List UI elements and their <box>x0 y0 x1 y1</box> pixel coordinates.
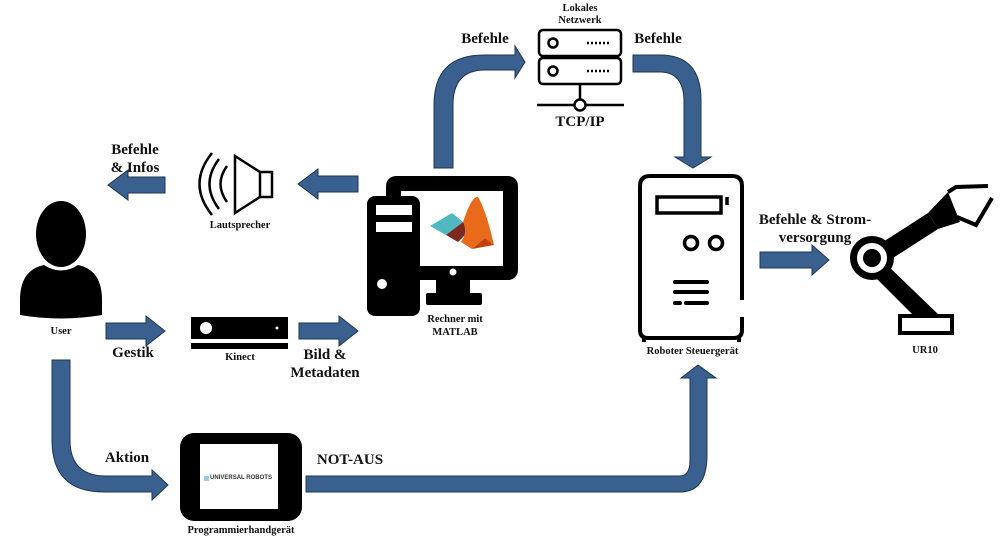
network-protocol-label: TCP/IP <box>555 114 605 130</box>
computer-icon <box>367 176 518 316</box>
edge-label-aktion: Aktion <box>104 450 150 466</box>
controller-icon <box>638 174 744 342</box>
arrow-user-to-pendant <box>51 359 169 502</box>
arrow-controller-to-robot <box>759 243 830 277</box>
edge-label-network-controller: Befehle <box>634 31 682 47</box>
edge-label-bild-line2: Metadaten <box>290 365 360 381</box>
pendant-screen-text: UNIVERSAL ROBOTS <box>210 475 272 481</box>
arrow-speaker-to-user <box>107 169 166 201</box>
speaker-icon <box>198 152 274 216</box>
arrow-computer-to-speaker <box>297 168 359 200</box>
edge-label-not-aus: NOT-AUS <box>316 452 384 468</box>
controller-label: Roboter Steuergerät <box>646 346 739 357</box>
edge-label-speaker-user-line1: Befehle <box>111 142 159 158</box>
user-icon <box>20 201 102 319</box>
robot-label: UR10 <box>912 345 938 356</box>
pendant-label: Programmierhandgerät <box>187 525 295 536</box>
server-icon <box>537 28 624 112</box>
kinect-icon <box>191 317 288 349</box>
network-label-line2: Netzwerk <box>558 15 602 26</box>
arrow-pendant-to-controller <box>305 364 718 493</box>
arrow-network-to-controller <box>632 54 713 169</box>
robot-arm-icon <box>850 184 994 335</box>
edge-label-gestik: Gestik <box>112 345 154 361</box>
arrow-user-to-kinect <box>105 314 166 348</box>
network-label-line1: Lokales <box>562 3 598 14</box>
edge-label-computer-network: Befehle <box>461 31 509 47</box>
arrow-kinect-to-computer <box>298 314 359 348</box>
edge-label-speaker-user-line2: & Infos <box>110 160 160 176</box>
speaker-label: Lautsprecher <box>209 220 271 231</box>
edge-label-bild-line1: Bild & <box>303 347 347 363</box>
arrow-computer-to-network <box>433 44 526 169</box>
pendant-icon <box>180 433 302 521</box>
matlab-logo-icon <box>430 196 494 249</box>
edge-label-controller-robot-line2: versorgung <box>778 230 852 246</box>
computer-label-line2: MATLAB <box>432 327 478 338</box>
edge-label-controller-robot-line1: Befehle & Strom- <box>758 212 872 228</box>
user-label: User <box>50 326 72 337</box>
arrows <box>51 44 830 502</box>
computer-label-line1: Rechner mit <box>427 314 483 325</box>
kinect-label: Kinect <box>225 352 255 363</box>
